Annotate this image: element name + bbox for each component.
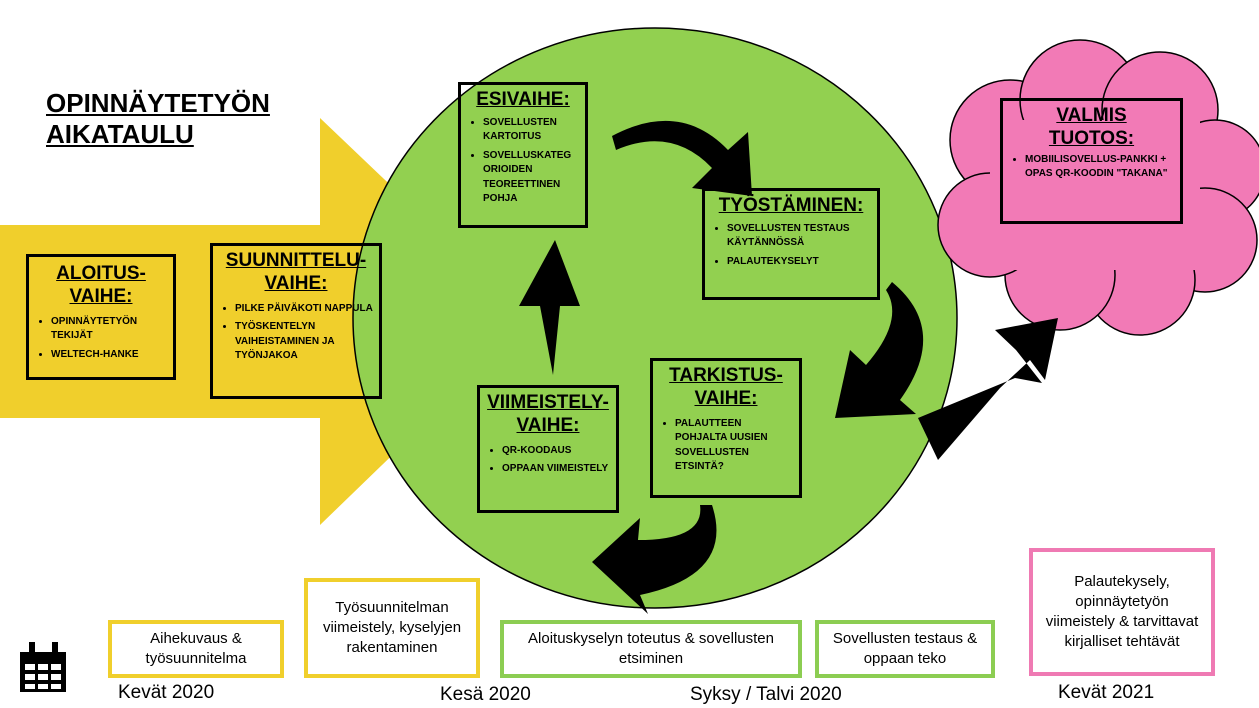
stage-tyostaminen-item: PALAUTEKYSELYT — [727, 255, 871, 270]
diagram-title: OPINNÄYTETYÖN AIKATAULU — [46, 88, 270, 150]
stage-tyostaminen-head: TYÖSTÄMINEN: — [718, 195, 864, 216]
stage-viimeistely-head-1: VIIMEISTELY- — [487, 392, 609, 413]
arrow-esivaihe-to-tyostaminen — [612, 120, 752, 196]
season-label: Kevät 2020 — [118, 682, 215, 703]
timeline-box-1: Aihekuvaus & työsuunnitelma — [108, 620, 284, 678]
stage-valmis-list: MOBIILISOVELLUS-PANKKI + OPAS QR-KOODIN … — [1009, 153, 1174, 182]
timeline-box-3-text: Aloituskyselyn toteutus & sovellusten et… — [528, 629, 774, 667]
stage-tarkistus: TARKISTUS- VAIHE: PALAUTTEEN POHJALTA UU… — [650, 358, 802, 498]
stage-suunnittelu: SUUNNITTELU- VAIHE: PILKE PÄIVÄKOTI NAPP… — [210, 243, 382, 399]
stage-esivaihe-head: ESIVAIHE: — [476, 89, 570, 110]
cycle-arrows — [519, 120, 1058, 614]
stage-viimeistely-item: QR-KOODAUS — [502, 444, 610, 459]
arrow-tyostaminen-to-tarkistus — [835, 282, 924, 418]
stage-suunnittelu-item: PILKE PÄIVÄKOTI NAPPULA — [235, 302, 373, 317]
timeline-box-4: Sovellusten testaus & oppaan teko — [815, 620, 995, 678]
stage-aloitus-head-1: ALOITUS- — [56, 263, 146, 284]
stage-tarkistus-head-2: VAIHE: — [694, 387, 758, 409]
stage-tyostaminen: TYÖSTÄMINEN: SOVELLUSTEN TESTAUS KÄYTÄNN… — [702, 188, 880, 300]
stage-valmis-head-2: TUOTOS: — [1048, 127, 1135, 149]
timeline-box-2-text: Työsuunnitelman viimeistely, kyselyjen r… — [322, 598, 462, 657]
stage-suunnittelu-head-2: VAIHE: — [264, 272, 328, 294]
stage-esivaihe: ESIVAIHE: SOVELLUSTEN KARTOITUS SOVELLUS… — [458, 82, 588, 228]
season-label: Syksy / Talvi 2020 — [690, 684, 842, 705]
calendar-icon — [20, 642, 66, 692]
stage-aloitus-list: OPINNÄYTETYÖN TEKIJÄT WELTECH-HANKE — [35, 315, 167, 363]
green-circle — [352, 27, 958, 609]
stage-valmis: VALMIS TUOTOS: MOBIILISOVELLUS-PANKKI + … — [1000, 98, 1183, 224]
title-line-1: OPINNÄYTETYÖN — [46, 88, 270, 118]
stage-tyostaminen-list: SOVELLUSTEN TESTAUS KÄYTÄNNÖSSÄ PALAUTEK… — [711, 222, 871, 270]
arrow-viimeistely-to-esivaihe — [519, 240, 580, 375]
arrow-tarkistus-to-viimeistely — [592, 505, 717, 614]
stage-aloitus-item: WELTECH-HANKE — [51, 348, 167, 363]
title-line-2: AIKATAULU — [46, 119, 194, 150]
stage-aloitus-item: OPINNÄYTETYÖN TEKIJÄT — [51, 315, 167, 344]
timeline-box-1-text: Aihekuvaus & työsuunnitelma — [145, 629, 247, 667]
stage-tyostaminen-item: SOVELLUSTEN TESTAUS KÄYTÄNNÖSSÄ — [727, 222, 871, 251]
stage-aloitus: ALOITUS- VAIHE: OPINNÄYTETYÖN TEKIJÄT WE… — [26, 254, 176, 380]
stage-valmis-head-1: VALMIS — [1056, 105, 1127, 126]
timeline-box-5-text: Palautekysely, opinnäytetyön viimeistely… — [1045, 572, 1199, 651]
stage-suunnittelu-list: PILKE PÄIVÄKOTI NAPPULA TYÖSKENTELYN VAI… — [219, 302, 373, 364]
stage-esivaihe-item: SOVELLUSKATEG ORIOIDEN TEOREETTINEN POHJ… — [483, 149, 579, 207]
stage-viimeistely-list: QR-KOODAUS OPPAAN VIIMEISTELY — [486, 444, 610, 477]
season-label: Kevät 2021 — [1058, 682, 1155, 703]
pink-cloud — [937, 39, 1259, 336]
stage-esivaihe-list: SOVELLUSTEN KARTOITUS SOVELLUSKATEG ORIO… — [467, 116, 579, 207]
stage-esivaihe-item: SOVELLUSTEN KARTOITUS — [483, 116, 579, 145]
season-label: Kesä 2020 — [440, 684, 531, 705]
stage-viimeistely-item: OPPAAN VIIMEISTELY — [502, 462, 610, 477]
timeline-box-3: Aloituskyselyn toteutus & sovellusten et… — [500, 620, 802, 678]
arrow-to-valmis — [918, 318, 1058, 460]
timeline-box-4-text: Sovellusten testaus & oppaan teko — [832, 629, 978, 667]
stage-suunnittelu-head-1: SUUNNITTELU- — [225, 250, 367, 271]
timeline-box-2: Työsuunnitelman viimeistely, kyselyjen r… — [304, 578, 480, 678]
stage-tarkistus-item: PALAUTTEEN POHJALTA UUSIEN SOVELLUSTEN E… — [675, 417, 793, 475]
stage-tarkistus-list: PALAUTTEEN POHJALTA UUSIEN SOVELLUSTEN E… — [659, 417, 793, 475]
stage-suunnittelu-item: TYÖSKENTELYN VAIHEISTAMINEN JA TYÖNJAKOA — [235, 320, 373, 364]
stage-viimeistely-head-2: VAIHE: — [516, 414, 580, 436]
stage-viimeistely: VIIMEISTELY- VAIHE: QR-KOODAUS OPPAAN VI… — [477, 385, 619, 513]
stage-tarkistus-head-1: TARKISTUS- — [669, 365, 783, 386]
stage-aloitus-head-2: VAIHE: — [69, 285, 133, 307]
timeline-box-5: Palautekysely, opinnäytetyön viimeistely… — [1029, 548, 1215, 676]
stage-valmis-item: MOBIILISOVELLUS-PANKKI + OPAS QR-KOODIN … — [1025, 153, 1174, 182]
